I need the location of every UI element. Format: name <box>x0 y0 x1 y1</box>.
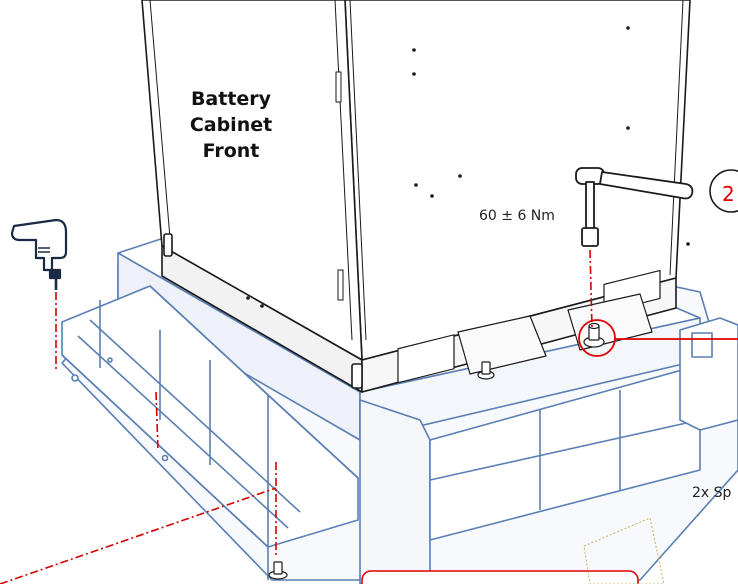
leader-lines <box>0 249 593 584</box>
cabinet-label-line-1: Battery <box>190 88 272 110</box>
bolt-icon <box>268 322 605 580</box>
spacer-note-label: 2x Sp <box>692 485 732 501</box>
spacer-outline <box>583 517 665 584</box>
note-box <box>361 570 639 584</box>
torque-spec-label: 60 ± 6 Nm <box>479 208 555 224</box>
step-number-circle <box>709 169 738 213</box>
step-number-label: 2 <box>722 182 735 206</box>
battery-cabinet <box>141 0 691 393</box>
drill-icon <box>10 218 68 290</box>
bolt-callout <box>578 319 738 357</box>
cabinet-label-line-2: Cabinet <box>189 114 273 136</box>
torque-wrench-icon <box>575 167 694 247</box>
cabinet-label-line-3: Front <box>202 140 260 162</box>
cabinet-front-label: Battery Cabinet Front <box>176 86 286 164</box>
